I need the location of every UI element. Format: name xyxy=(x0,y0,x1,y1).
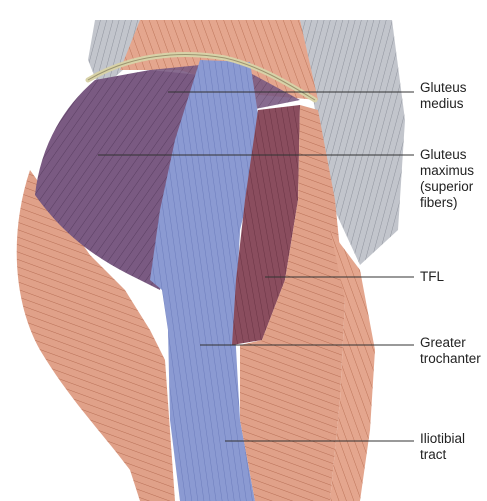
label-gluteus-medius: Gluteus medius xyxy=(420,80,467,111)
lateral-thigh-muscle xyxy=(240,105,345,501)
label-iliotibial-tract: Iliotibial tract xyxy=(420,431,466,462)
tensor-fasciae-latae xyxy=(232,105,300,345)
iliotibial-band xyxy=(150,60,262,501)
upper-oblique-muscle xyxy=(120,20,318,100)
label-greater-trochanter: Greater trochanter xyxy=(420,335,481,366)
posterior-thigh-muscle xyxy=(16,170,175,501)
label-tfl: TFL xyxy=(420,269,445,284)
vastus-lateralis xyxy=(330,230,375,501)
lateral-abdominal-muscle xyxy=(300,20,405,265)
iliac-crest-outline xyxy=(87,54,316,101)
label-gluteus-maximus: Gluteus maximus (superior fibers) xyxy=(420,147,475,210)
